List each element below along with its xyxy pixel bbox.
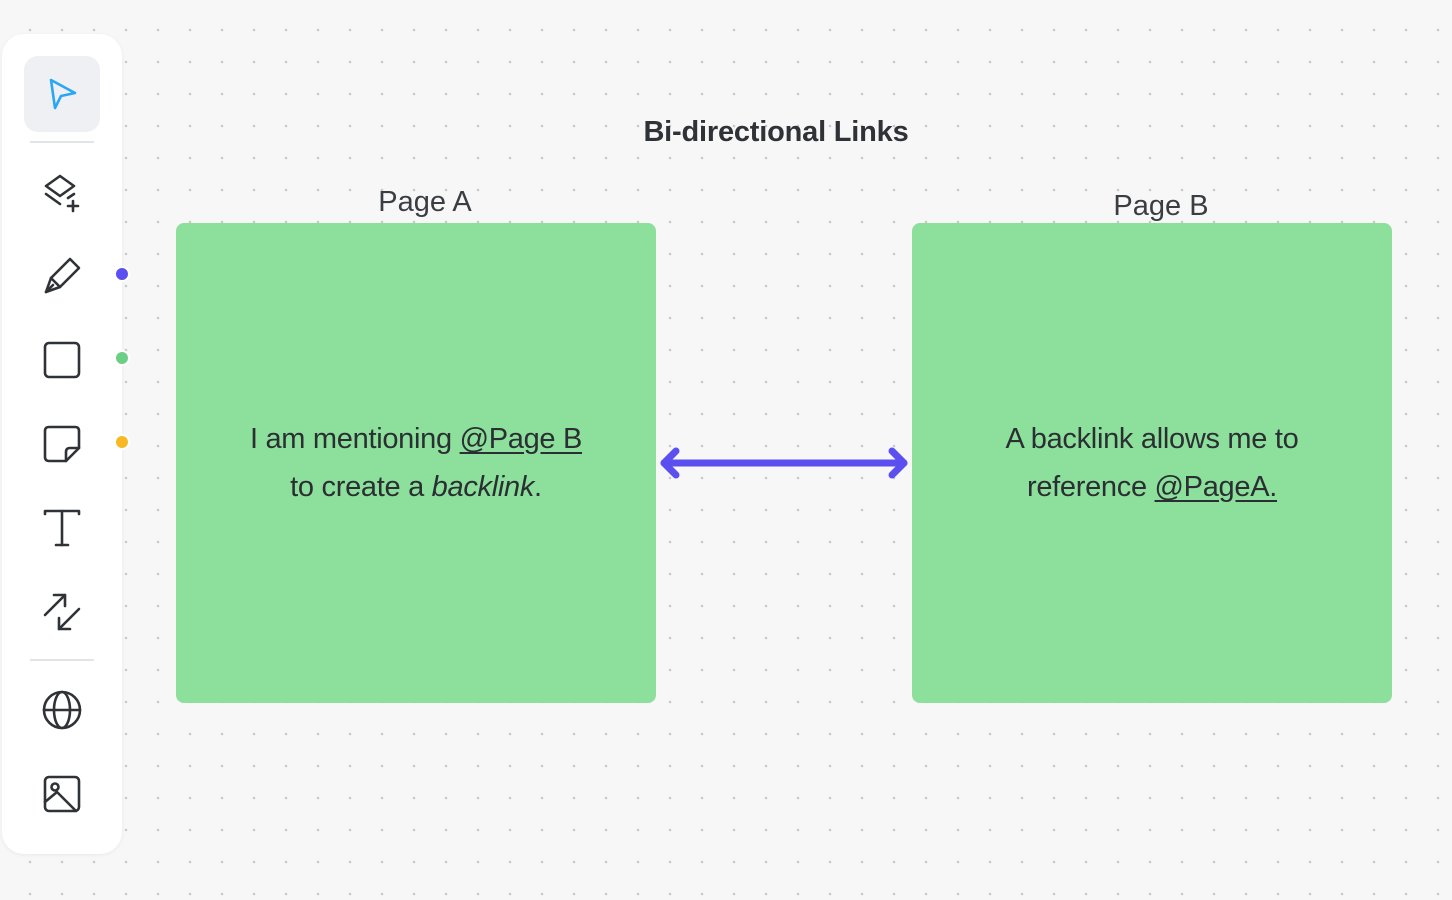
text-tool-button[interactable]	[24, 490, 100, 566]
text-icon	[40, 506, 84, 550]
toolbar	[2, 34, 130, 854]
page-b-text-start: reference	[1026, 471, 1155, 503]
connector-arrows-icon	[40, 590, 84, 634]
globe-icon	[40, 688, 84, 732]
page-a-label[interactable]: Page A	[378, 186, 472, 218]
image-icon	[40, 772, 84, 816]
sticky-note-color-indicator[interactable]	[114, 434, 130, 450]
page-a-mention-link[interactable]: @PageA.	[1154, 471, 1278, 503]
page-a-text-end: .	[534, 471, 542, 503]
select-tool-button[interactable]	[24, 56, 100, 132]
shape-color-indicator[interactable]	[114, 350, 130, 366]
bidirectional-arrow[interactable]	[656, 440, 912, 486]
pen-color-indicator[interactable]	[114, 266, 130, 282]
pen-icon	[40, 254, 84, 298]
toolbar-divider	[30, 659, 94, 661]
page-b-sticky-note[interactable]: A backlink allows me to reference @PageA…	[912, 223, 1392, 703]
board-title[interactable]: Bi-directional Links	[643, 116, 909, 148]
page-a-text-start: I am mentioning	[249, 423, 460, 455]
page-a-text-emphasis: backlink	[431, 471, 535, 503]
templates-tool-button[interactable]	[24, 154, 100, 230]
connector-tool-button[interactable]	[24, 574, 100, 650]
square-icon	[40, 338, 84, 382]
page-a-text-middle: to create a	[290, 471, 432, 503]
sticky-note-icon	[40, 422, 84, 466]
cursor-arrow-icon	[42, 74, 82, 114]
sticky-note-tool-button[interactable]	[24, 406, 100, 482]
page-b-label[interactable]: Page B	[1113, 190, 1209, 222]
page-b-mention-link[interactable]: @Page B	[459, 423, 583, 455]
page-a-note-text: I am mentioning @Page B to create a back…	[250, 415, 582, 511]
shape-tool-button[interactable]	[24, 322, 100, 398]
page-b-text-line1: A backlink allows me to	[1005, 423, 1299, 455]
layers-plus-icon	[40, 170, 84, 214]
image-tool-button[interactable]	[24, 756, 100, 832]
pen-tool-button[interactable]	[24, 238, 100, 314]
page-b-note-text: A backlink allows me to reference @PageA…	[1006, 415, 1299, 511]
page-a-sticky-note[interactable]: I am mentioning @Page B to create a back…	[176, 223, 656, 703]
toolbar-divider	[30, 141, 94, 143]
embed-tool-button[interactable]	[24, 672, 100, 748]
